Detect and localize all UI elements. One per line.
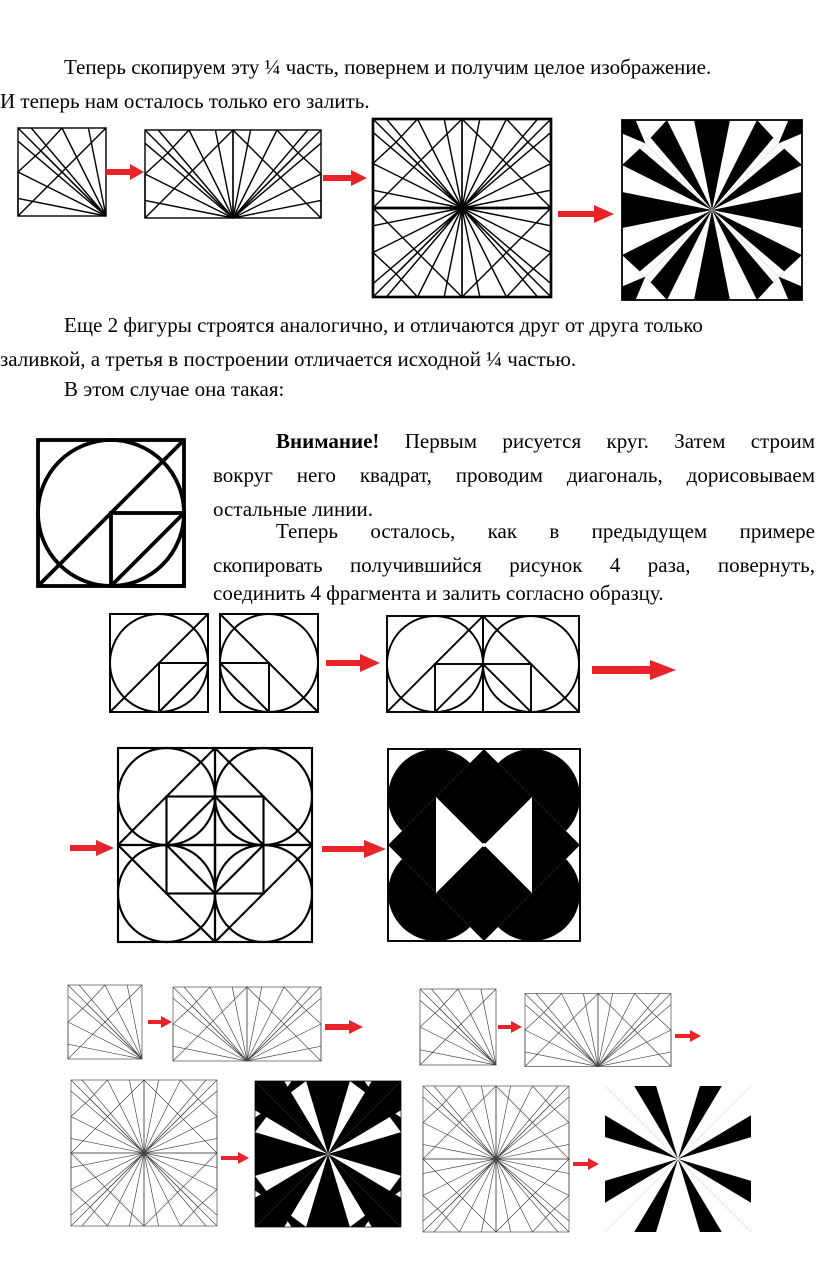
variant-b-half <box>524 993 672 1067</box>
paragraph-fill: И теперь нам осталось только его залить. <box>0 84 816 118</box>
text-line: И теперь нам осталось только его залить. <box>0 89 370 113</box>
red-arrow-icon <box>323 170 367 186</box>
next-line-1: Теперь осталось, как в предыдущем пример… <box>276 514 815 548</box>
half-star-pair <box>144 129 322 219</box>
text-line: вокруг него квадрат, проводим диагональ,… <box>213 463 815 487</box>
variant-b-filled <box>605 1086 751 1232</box>
full-star-filled <box>621 119 803 301</box>
attention-line-3: остальные линии. <box>213 492 815 526</box>
circle-full-filled <box>387 748 581 942</box>
paragraph-copy-rotate: Теперь скопируем эту ¼ часть, повернем и… <box>64 50 816 84</box>
variant-a-filled <box>254 1080 402 1228</box>
variant-b-quarter <box>419 988 497 1066</box>
text-line: Теперь скопируем эту ¼ часть, повернем и… <box>64 55 712 79</box>
text-line: скопировать получившийся рисунок 4 раза,… <box>213 553 815 577</box>
red-arrow-icon <box>573 1158 599 1170</box>
circle-quarter-left <box>109 613 209 713</box>
next-line-2: скопировать получившийся рисунок 4 раза,… <box>213 548 815 582</box>
red-arrow-icon <box>498 1021 522 1033</box>
red-arrow-icon <box>326 654 380 672</box>
paragraph-two-more-cont: заливкой, а третья в построении отличает… <box>0 342 816 376</box>
red-arrow-icon <box>592 660 676 680</box>
red-arrow-icon <box>148 1016 172 1028</box>
attention-label: Внимание! <box>276 429 380 453</box>
full-star-outline <box>371 117 553 299</box>
text-line: Еще 2 фигуры строятся аналогично, и отли… <box>64 313 703 337</box>
attention-line-2: вокруг него квадрат, проводим диагональ,… <box>213 458 815 492</box>
red-arrow-icon <box>322 840 386 858</box>
variant-a-quarter <box>67 984 143 1060</box>
paragraph-two-more: Еще 2 фигуры строятся аналогично, и отли… <box>64 308 816 342</box>
text-line: В этом случае она такая: <box>64 377 285 401</box>
text-line: заливкой, а третья в построении отличает… <box>0 347 577 371</box>
circle-full-outline <box>116 746 314 944</box>
text-line: Теперь осталось, как в предыдущем пример… <box>276 519 815 543</box>
circle-pair <box>386 615 580 713</box>
variant-b-full <box>422 1085 570 1233</box>
text-line: Первым рисуется круг. Затем строим <box>404 429 816 453</box>
variant-a-full <box>70 1079 218 1227</box>
red-arrow-icon <box>221 1152 249 1164</box>
variant-a-half <box>172 986 322 1062</box>
circle-quarter-right <box>219 613 319 713</box>
text-line: соединить 4 фрагмента и залить согласно … <box>213 581 664 605</box>
next-line-3: соединить 4 фрагмента и залить согласно … <box>213 576 815 610</box>
red-arrow-icon <box>106 164 144 180</box>
red-arrow-icon <box>70 840 114 856</box>
attention-line-1: Внимание! Первым рисуется круг. Затем ст… <box>213 424 815 458</box>
text-line: остальные линии. <box>213 497 373 521</box>
red-arrow-icon <box>325 1020 363 1034</box>
red-arrow-icon <box>558 205 614 223</box>
quarter-star-square <box>17 127 107 217</box>
circle-quarter <box>36 438 186 588</box>
red-arrow-icon <box>675 1030 701 1042</box>
paragraph-this-case: В этом случае она такая: <box>64 372 764 406</box>
